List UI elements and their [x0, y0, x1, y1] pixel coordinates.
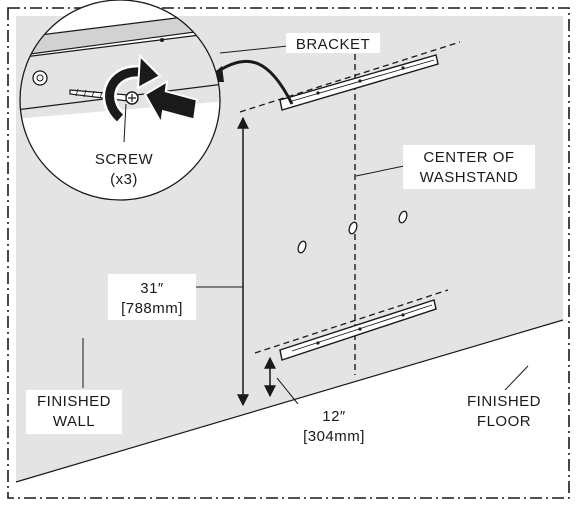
bracket-label: BRACKET: [296, 36, 370, 53]
gap-label-mm: [304mm]: [303, 428, 365, 445]
height-label-in: 31″: [140, 280, 164, 297]
upper-bracket: [239, 41, 461, 113]
push-arrow-icon: [143, 79, 198, 127]
screw-label: SCREW: [95, 151, 154, 168]
floor-edge: [15, 319, 564, 483]
outer-border: [7, 7, 570, 499]
detail-inset: [19, 0, 221, 201]
floor-label-line1: FINISHED: [467, 393, 541, 410]
height-label-mm: [788mm]: [121, 300, 183, 317]
center-label-line2: WASHSTAND: [420, 169, 519, 186]
center-label-line1: CENTER OF: [423, 149, 514, 166]
gap-label-in: 12″: [322, 408, 346, 425]
floor-label-line2: FLOOR: [477, 413, 531, 430]
wall-label-line2: WALL: [53, 413, 95, 430]
lower-bracket: [254, 289, 449, 361]
label-backgrounds: [26, 33, 556, 448]
curved-rotate-arrow-icon: [102, 53, 162, 124]
wall-holes: [297, 210, 408, 254]
screw-count-label: (x3): [110, 171, 138, 188]
wall-label-line1: FINISHED: [37, 393, 111, 410]
leader-lines: [82, 45, 529, 405]
detail-pointer-arrow: [213, 59, 294, 105]
